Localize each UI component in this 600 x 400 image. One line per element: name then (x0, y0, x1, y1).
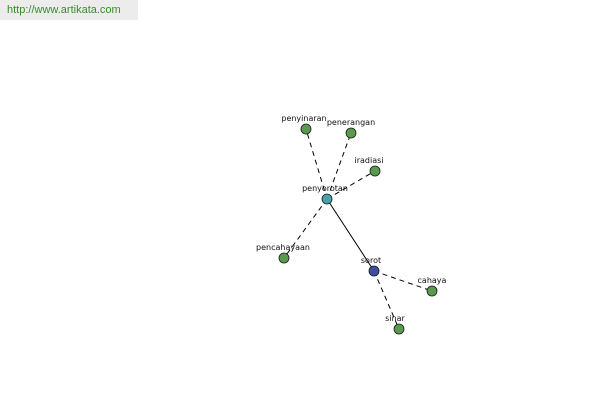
node-penyinaran[interactable] (300, 123, 312, 135)
node-label-iradiasi: iradiasi (354, 156, 383, 165)
node-penyorotan[interactable] (321, 193, 333, 205)
edge-sorot-cahaya (373, 270, 433, 292)
node-label-penyorotan: penyorotan (302, 184, 348, 193)
node-iradiasi[interactable] (369, 165, 381, 177)
edge-penyorotan-penyinaran (305, 128, 328, 200)
node-label-sorot: sorot (361, 256, 381, 265)
edge-penyorotan-penerangan (326, 132, 352, 200)
site-url[interactable]: http://www.artikata.com (0, 0, 138, 20)
node-label-penerangan: penerangan (327, 118, 375, 127)
node-penerangan[interactable] (345, 127, 357, 139)
node-sinar[interactable] (393, 323, 405, 335)
node-label-sinar: sinar (385, 314, 405, 323)
edge-penyorotan-iradiasi (326, 170, 376, 200)
node-sorot[interactable] (368, 265, 380, 277)
node-label-pencahayaan: pencahayaan (256, 243, 310, 252)
node-pencahayaan[interactable] (278, 252, 290, 264)
node-label-cahaya: cahaya (418, 276, 447, 285)
node-cahaya[interactable] (426, 285, 438, 297)
node-layer (278, 123, 438, 335)
node-label-penyinaran: penyinaran (281, 114, 326, 123)
edge-penyorotan-pencahayaan (283, 198, 328, 259)
edge-sorot-sinar (373, 270, 400, 330)
edge-layer (283, 128, 433, 330)
edge-penyorotan-sorot (326, 198, 375, 272)
